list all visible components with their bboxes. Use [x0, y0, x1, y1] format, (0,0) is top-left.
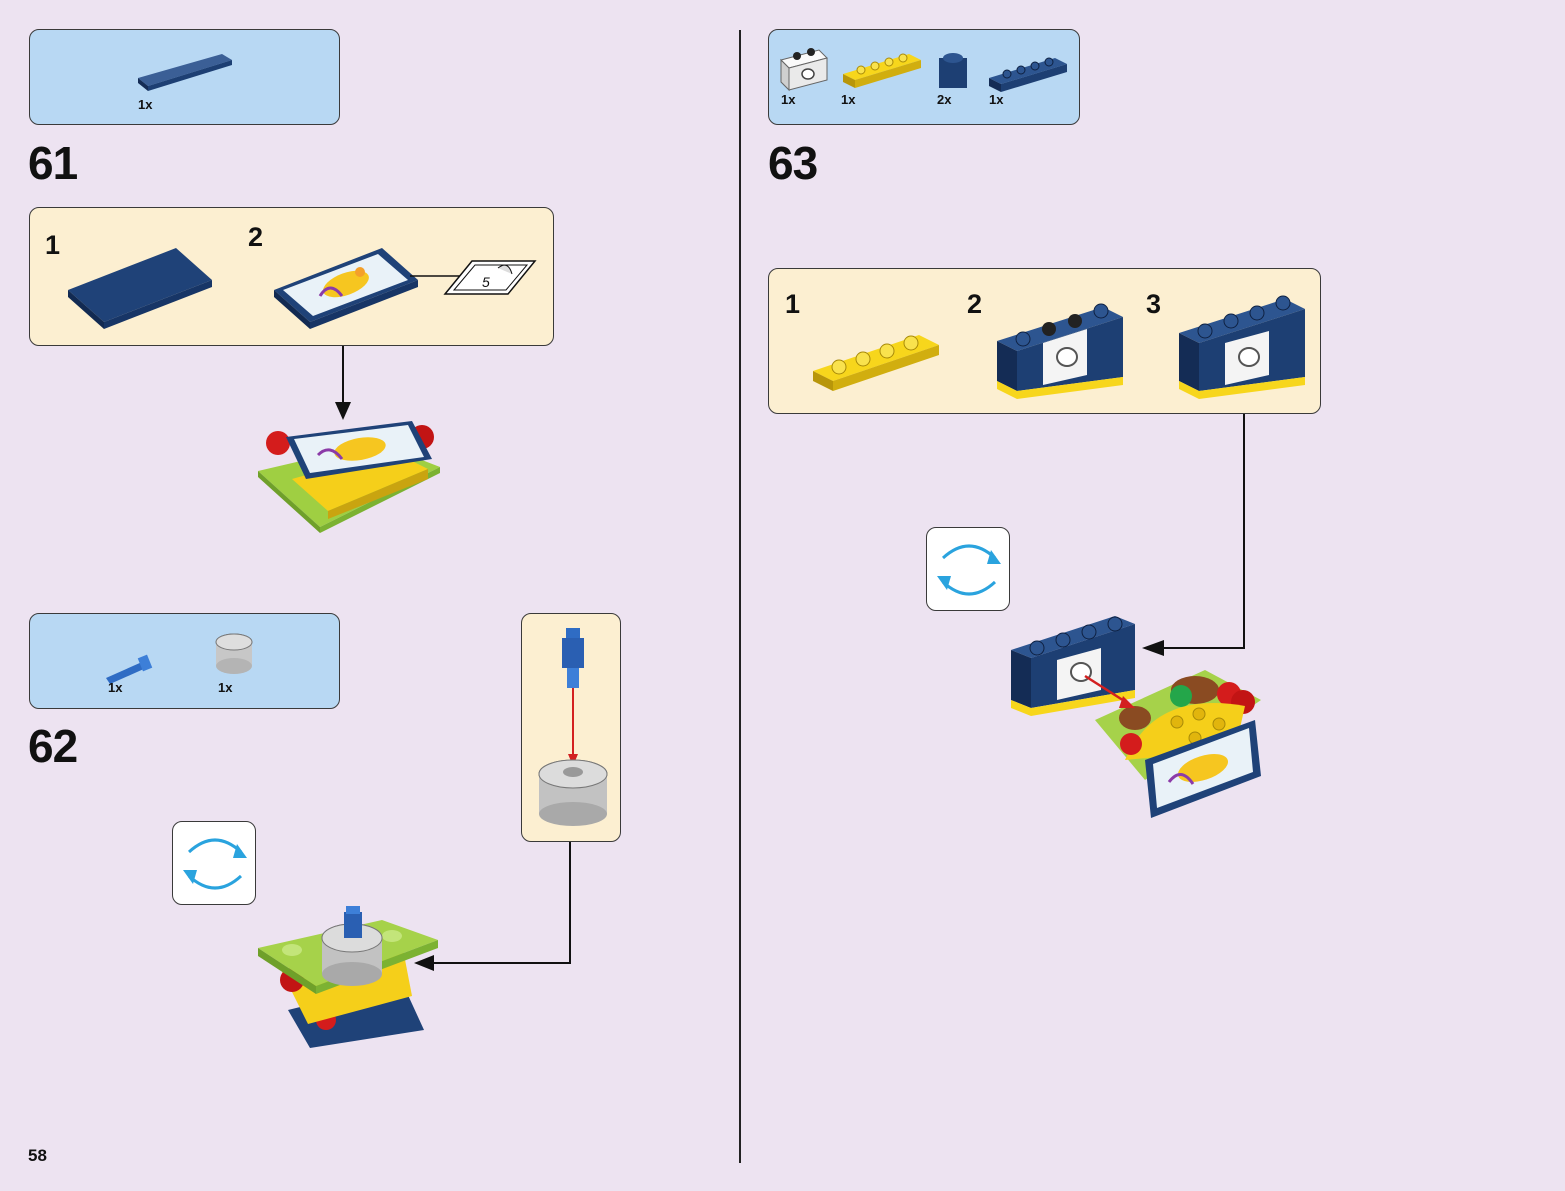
part-qty: 1x: [989, 92, 1004, 107]
step-number-63: 63: [768, 137, 818, 189]
rotate-icon: [183, 838, 247, 890]
sticker-number: 5: [482, 274, 490, 290]
step-number-62: 62: [28, 720, 78, 772]
part-qty: 1x: [781, 92, 796, 107]
step-number-61: 61: [28, 137, 78, 189]
substep-number: 2: [967, 289, 983, 319]
dark-blue-brick-icon: [939, 53, 967, 88]
rotate-model-indicator: [172, 821, 256, 905]
page-number: 58: [28, 1146, 47, 1165]
step-61-parts-callout: 1x: [29, 29, 340, 125]
assembly-arrow: [414, 842, 571, 971]
substep-number: 1: [785, 289, 801, 319]
step-62-model-illustration: [258, 906, 438, 1048]
step-61-model-illustration: [258, 421, 440, 533]
substep-tile-illustration: [68, 248, 537, 329]
step-61-subassembly-box: 1 2 5: [29, 207, 554, 346]
substep-bricks-illustration: [813, 295, 1305, 399]
part-qty: 1x: [138, 97, 153, 112]
blue-pin-icon: [106, 654, 153, 684]
assembly-arrow: [1142, 414, 1245, 656]
part-qty: 1x: [841, 92, 856, 107]
step-62-subassembly-box: [521, 613, 621, 842]
rotate-model-indicator: [926, 527, 1010, 611]
part-qty: 1x: [108, 680, 123, 695]
yellow-plate-icon: [843, 53, 921, 88]
step-63-subassembly-box: 1 2 3: [768, 268, 1321, 414]
substep-number: 2: [248, 222, 264, 252]
substep-number: 1: [45, 230, 61, 260]
substep-number: 3: [1146, 289, 1162, 319]
page-divider: [739, 30, 741, 1163]
grey-round-brick-icon: [215, 633, 253, 674]
part-qty: 1x: [218, 680, 233, 695]
white-technic-brick-icon: [780, 48, 828, 92]
pin-into-brick-illustration: [538, 628, 608, 826]
step-62-parts-callout: 1x 1x: [29, 613, 340, 709]
rotate-icon: [937, 544, 1001, 596]
assembly-arrow: [335, 346, 351, 420]
step-63-model-illustration: [1011, 616, 1261, 818]
step-63-parts-callout: 1x 1x 2x 1x: [768, 29, 1080, 125]
dark-blue-plate-icon: [989, 57, 1067, 92]
part-qty: 2x: [937, 92, 952, 107]
dark-blue-tile-icon: [138, 54, 232, 91]
